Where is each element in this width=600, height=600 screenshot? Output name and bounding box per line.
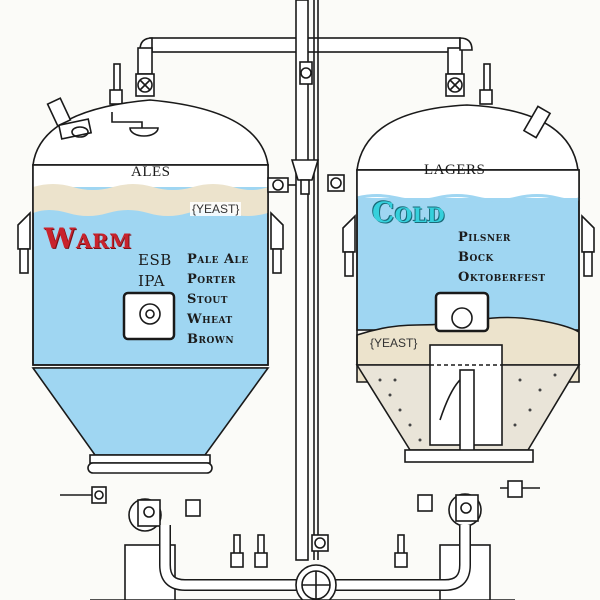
lagers-yeast-label: {YEAST} xyxy=(370,336,418,350)
ales-tank-title: ALES xyxy=(131,164,171,180)
center-funnel xyxy=(290,159,345,195)
style-item: Porter xyxy=(187,272,236,287)
lagers-tank-title: LAGERS xyxy=(424,162,486,178)
style-item: Brown xyxy=(187,332,235,347)
ales-abbreviation-list: ESB IPA xyxy=(138,250,172,292)
lagers-tank xyxy=(342,104,595,463)
style-abbr: IPA xyxy=(138,272,165,290)
lagers-style-list: Pilsner Bock Oktoberfest xyxy=(458,228,546,288)
bottom-piping xyxy=(60,480,540,600)
lagers-temperature-label: Cold xyxy=(372,196,446,229)
style-item: Pale Ale xyxy=(187,252,249,267)
style-item: Pilsner xyxy=(458,230,511,245)
style-item: Wheat xyxy=(187,312,233,327)
style-item: Oktoberfest xyxy=(458,270,546,285)
ales-yeast-label: {YEAST} xyxy=(190,202,242,216)
valve-icon xyxy=(445,73,465,97)
valve-icon xyxy=(135,73,155,97)
style-item: Bock xyxy=(458,250,494,265)
style-abbr: ESB xyxy=(138,251,172,269)
style-item: Stout xyxy=(187,292,228,307)
top-manifold-pipe xyxy=(109,0,493,561)
ales-style-list: Pale Ale Porter Stout Wheat Brown xyxy=(187,250,249,350)
ales-tank xyxy=(17,97,296,474)
ales-temperature-label: Warm xyxy=(44,222,132,255)
